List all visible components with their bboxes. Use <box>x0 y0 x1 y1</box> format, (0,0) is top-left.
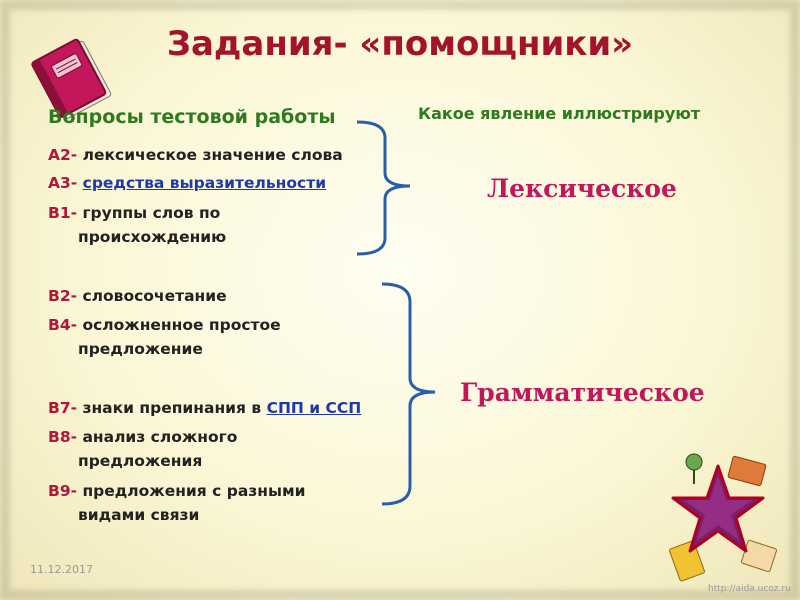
item-link[interactable]: СПП и ССП <box>266 399 362 417</box>
list-item: В2- словосочетание <box>48 284 227 308</box>
category-lexical: Лексическое <box>487 174 677 203</box>
item-code: В8- <box>48 428 78 446</box>
list-item: В7- знаки препинания в СПП и ССП <box>48 396 361 420</box>
item-text-continuation: предложения <box>78 452 203 470</box>
list-item: В4- осложненное простое предложение <box>48 313 281 361</box>
star-icon <box>669 453 777 582</box>
slide-date: 11.12.2017 <box>30 563 93 576</box>
item-code: В1- <box>48 204 78 222</box>
item-text: осложненное простое <box>77 316 281 334</box>
list-item: В1- группы слов по происхождению <box>48 201 226 249</box>
item-code: В4- <box>48 316 78 334</box>
questions-heading: Вопросы тестовой работы <box>48 106 336 128</box>
list-item: В9- предложения с разными видами связи <box>48 479 306 527</box>
book-icon <box>31 38 112 119</box>
footer-url: http://aida.ucoz.ru <box>708 584 791 594</box>
brace-grammatical <box>381 282 436 506</box>
item-text: лексическое значение слова <box>77 146 343 164</box>
item-code: А2- <box>48 146 78 164</box>
category-grammatical: Грамматическое <box>460 378 705 407</box>
list-item: В8- анализ сложного предложения <box>48 425 237 473</box>
phenomenon-heading: Какое явление иллюстрируют <box>418 104 701 123</box>
item-text-continuation: видами связи <box>78 506 200 524</box>
item-code: В7- <box>48 399 78 417</box>
brace-lexical <box>356 120 411 256</box>
item-link[interactable]: средства выразительности <box>82 174 327 192</box>
list-item: А2- лексическое значение слова <box>48 143 343 167</box>
list-item: А3- средства выразительности <box>48 171 326 195</box>
item-text-continuation: происхождению <box>78 228 227 246</box>
item-code: В9- <box>48 482 78 500</box>
page-title: Задания- «помощники» <box>166 24 634 64</box>
item-text: группы слов по <box>77 204 221 222</box>
item-text: словосочетание <box>77 287 227 305</box>
item-text-continuation: предложение <box>78 340 203 358</box>
item-code: А3- <box>48 174 78 192</box>
item-text: анализ сложного <box>77 428 238 446</box>
item-code: В2- <box>48 287 78 305</box>
item-text: знаки препинания в <box>77 399 267 417</box>
item-text: предложения с разными <box>77 482 306 500</box>
